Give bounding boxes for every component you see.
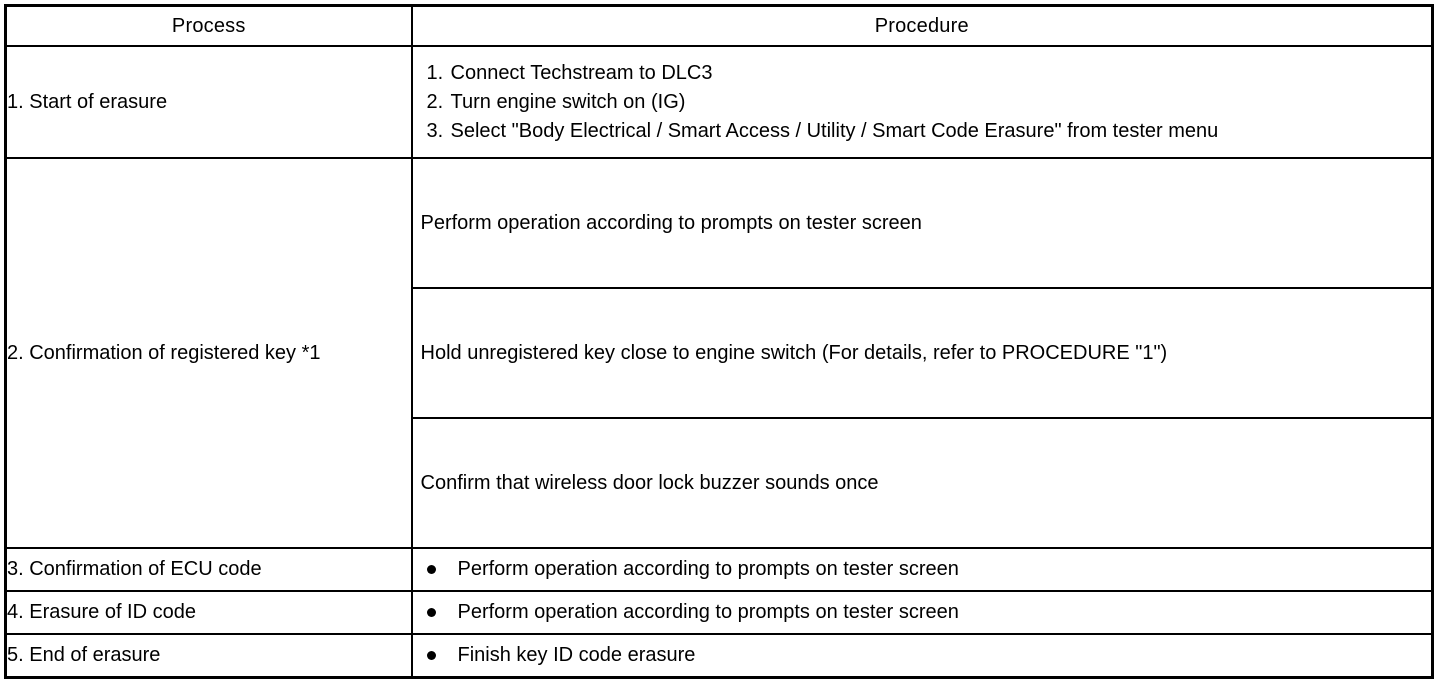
step-text: Turn engine switch on (IG) (450, 90, 686, 113)
process-cell-5: 5. End of erasure (4, 633, 413, 679)
bullet-icon (426, 565, 436, 574)
bullet-text: Perform operation according to prompts o… (457, 601, 959, 623)
process-cell-1: 1. Start of erasure (4, 45, 413, 159)
procedure-cell-5: Finish key ID code erasure (410, 633, 1434, 679)
bullet-text: Finish key ID code erasure (457, 644, 696, 666)
procedure-cell-2: Perform operation according to prompts o… (410, 157, 1434, 549)
bullet-list-item: Finish key ID code erasure (413, 644, 1432, 667)
numbered-step-list: 1. Connect Techstream to DLC3 2. Turn en… (413, 51, 1432, 154)
procedure-cell-1: 1. Connect Techstream to DLC3 2. Turn en… (410, 45, 1434, 159)
table-row: Confirm that wireless door lock buzzer s… (412, 418, 1431, 547)
document-sheet: Process Procedure 1. Start of erasure 1.… (4, 4, 1434, 679)
list-item: 2. Turn engine switch on (IG) (413, 88, 1432, 117)
sub-step-text: Confirm that wireless door lock buzzer s… (412, 418, 1431, 547)
process-cell-2: 2. Confirmation of registered key *1 (4, 157, 413, 549)
process-cell-3: 3. Confirmation of ECU code (4, 547, 413, 592)
table-header-row: Process Procedure (4, 4, 1434, 47)
step-number: 2. (426, 90, 444, 113)
step-number: 1. (426, 61, 444, 84)
bullet-text: Perform operation according to prompts o… (457, 558, 959, 580)
process-cell-4: 4. Erasure of ID code (4, 590, 413, 635)
bullet-icon (426, 608, 436, 617)
step-text: Connect Techstream to DLC3 (450, 61, 713, 84)
table-row: 3. Confirmation of ECU code Perform oper… (4, 547, 1434, 592)
bullet-list-item: Perform operation according to prompts o… (413, 601, 1432, 624)
bullet-list-item: Perform operation according to prompts o… (413, 558, 1432, 581)
list-item: 1. Connect Techstream to DLC3 (413, 59, 1432, 88)
table-header: Process Procedure (4, 4, 1434, 47)
sub-step-text: Perform operation according to prompts o… (412, 159, 1431, 289)
procedure-cell-4: Perform operation according to prompts o… (410, 590, 1434, 635)
bullet-icon (426, 651, 436, 660)
sub-step-text: Hold unregistered key close to engine sw… (412, 288, 1431, 419)
procedure-cell-3: Perform operation according to prompts o… (410, 547, 1434, 592)
table-row: 5. End of erasure Finish key ID code era… (4, 633, 1434, 679)
table-row: Perform operation according to prompts o… (412, 159, 1431, 289)
procedure-sub-table: Perform operation according to prompts o… (412, 159, 1431, 547)
table-row: 1. Start of erasure 1. Connect Techstrea… (4, 45, 1434, 159)
table-row: 2. Confirmation of registered key *1 Per… (4, 157, 1434, 549)
list-item: 3. Select "Body Electrical / Smart Acces… (413, 117, 1432, 146)
column-header-process: Process (4, 4, 413, 47)
smart-code-erasure-procedure-table: Process Procedure 1. Start of erasure 1.… (4, 4, 1434, 679)
column-header-procedure: Procedure (410, 4, 1434, 47)
step-text: Select "Body Electrical / Smart Access /… (450, 119, 1219, 142)
table-row: 4. Erasure of ID code Perform operation … (4, 590, 1434, 635)
step-number: 3. (426, 119, 444, 142)
table-row: Hold unregistered key close to engine sw… (412, 288, 1431, 419)
table-body: 1. Start of erasure 1. Connect Techstrea… (4, 45, 1434, 679)
